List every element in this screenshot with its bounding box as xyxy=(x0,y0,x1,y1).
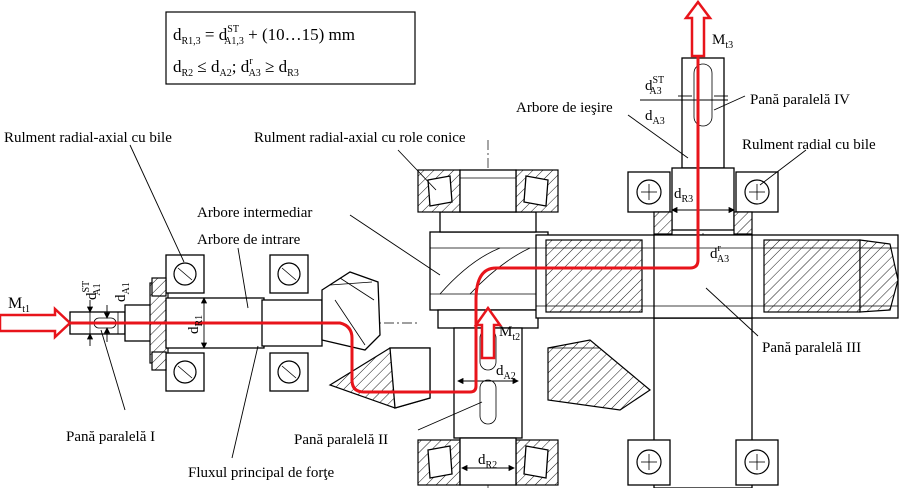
symbol-dr1: dR1 xyxy=(186,315,205,334)
intermediate-pinion xyxy=(429,231,549,311)
label-pana-paralela-i: Pană paralelă I xyxy=(66,429,155,445)
output-torque-arrow xyxy=(683,0,713,58)
symbol-mt1: Mt1 xyxy=(8,295,30,315)
text-labels: Rulment radial-axial cu bile Rulment rad… xyxy=(4,92,876,481)
output-bearing-bottom xyxy=(627,439,779,486)
label-rulment-radial-axial-bile: Rulment radial-axial cu bile xyxy=(4,130,172,146)
label-pana-paralela-iii: Pană paralelă III xyxy=(762,340,861,356)
symbol-dr2: dR2 xyxy=(478,452,497,471)
leader-lines xyxy=(100,95,807,459)
symbol-dr3: dR3 xyxy=(674,186,693,205)
input-bearing-right xyxy=(269,254,309,392)
intermediate-bearing-bottom xyxy=(417,437,559,486)
label-pana-paralela-iv: Pană paralelă IV xyxy=(750,92,850,108)
input-bevel-pinion xyxy=(321,271,381,351)
intermediate-bearing-top xyxy=(417,169,559,213)
force-flow-path xyxy=(0,14,700,394)
symbol-dst-a1: dSTA1 xyxy=(81,281,103,300)
force-flow xyxy=(0,0,713,394)
output-bearing-top xyxy=(627,171,779,235)
label-arbore-intermediar: Arbore intermediar xyxy=(197,205,312,221)
input-bearing-left xyxy=(151,254,205,392)
label-rulment-radial-bile: Rulment radial cu bile xyxy=(742,137,876,153)
symbol-da1: dA1 xyxy=(113,282,132,302)
output-gear-wheel xyxy=(535,234,899,319)
label-rulment-radial-axial-role: Rulment radial-axial cu role conice xyxy=(254,130,466,146)
symbol-da3: dA3 xyxy=(645,108,665,127)
dimensions xyxy=(86,95,735,472)
input-torque-arrow xyxy=(0,306,72,340)
label-arbore-intrare: Arbore de intrare xyxy=(197,232,301,248)
label-arbore-iesire: Arbore de ieşire xyxy=(516,100,613,116)
label-fluxul-principal: Fluxul principal de forţe xyxy=(188,465,335,481)
symbol-da2: dA2 xyxy=(496,363,516,382)
intermediate-torque-arrow xyxy=(473,305,503,360)
symbol-mt2: Mt2 xyxy=(499,324,520,343)
symbol-mt3: Mt3 xyxy=(712,32,733,51)
label-pana-paralela-ii: Pană paralelă II xyxy=(294,432,388,448)
formula-frame xyxy=(165,11,416,85)
symbols: Mt1 Mt2 Mt3 dSTA1 dA1 dR1 dA2 dR2 dR3 dr… xyxy=(8,32,733,471)
output-shaft-end xyxy=(681,57,725,169)
